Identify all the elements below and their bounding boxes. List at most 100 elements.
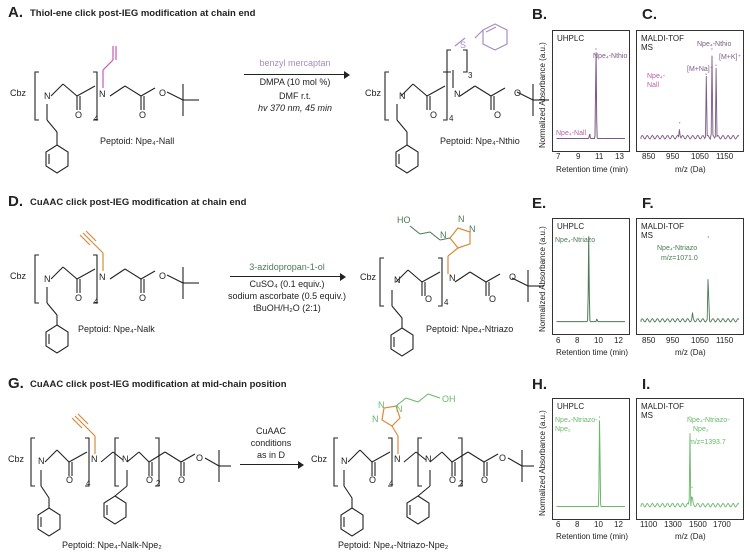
peak-marker-h-0 bbox=[599, 416, 601, 418]
subscript-4-g-prod: 4 bbox=[389, 479, 394, 488]
n-label-a-prod2: N bbox=[454, 89, 461, 99]
condition-d-1: CuSO₄ (0.1 equiv.) bbox=[249, 279, 325, 289]
o-label-g1: O bbox=[66, 475, 74, 485]
o-label-a1: O bbox=[75, 110, 83, 120]
o-label-d-prod3: O bbox=[509, 272, 517, 282]
chart-e-ylabel: Normalized Absorbance (a.u.) bbox=[538, 226, 547, 332]
condition-d-3: tBuOH/H₂O (2:1) bbox=[253, 303, 321, 313]
oh-label-g: OH bbox=[442, 394, 456, 404]
n-label-g1: N bbox=[38, 456, 45, 466]
reactant-g-label: Peptoid: Npe₄-Nalk-Npe₂ bbox=[62, 540, 162, 550]
s-label-a-prod: S bbox=[460, 40, 467, 50]
chart-e-xtick-2: 8 bbox=[575, 336, 580, 345]
product-a-structure bbox=[384, 23, 549, 174]
panel-letter-b: B. bbox=[532, 6, 547, 23]
chart-b-xtick-4: 13 bbox=[615, 152, 624, 161]
condition-a-2: DMF r.t. bbox=[279, 91, 311, 101]
chart-e-xtick-1: 6 bbox=[556, 336, 561, 345]
peak-marker-b-1 bbox=[589, 133, 591, 136]
o-label-g4: O bbox=[196, 453, 204, 463]
chart-c-plot bbox=[640, 48, 740, 140]
peak-marker-i-0 bbox=[689, 416, 691, 418]
n-label-g2: N bbox=[91, 454, 98, 464]
section-g-title: CuAAC click post-IEG modification at mid… bbox=[30, 379, 287, 390]
cbz-label-a-prod: Cbz bbox=[365, 88, 382, 98]
product-g-label: Peptoid: Npe₄-Ntriazo-Npe₂ bbox=[338, 540, 449, 550]
chart-h-xtick-2: 8 bbox=[575, 520, 580, 529]
product-a-label: Peptoid: Npe₄-Nthio bbox=[440, 136, 520, 146]
product-d-label: Peptoid: Npe₄-Ntriazo bbox=[426, 324, 514, 334]
chart-h-annot-2: Npe₂ bbox=[555, 426, 571, 433]
reaction-arrow-a bbox=[244, 74, 348, 75]
chart-f-xtick-2: 950 bbox=[666, 336, 680, 345]
n-label-a-prod1: N bbox=[399, 91, 406, 101]
chart-f-xtick-1: 850 bbox=[642, 336, 656, 345]
arrowhead-g bbox=[298, 461, 304, 469]
o-label-g-prod3: O bbox=[481, 475, 489, 485]
panel-letter-e: E. bbox=[532, 195, 547, 212]
o-label-g-prod4: O bbox=[499, 453, 507, 463]
chart-i-box: MALDI-TOF MS Npe₄-Ntriazo- Npe₂ m/z=1393… bbox=[636, 398, 744, 520]
chart-b-plot bbox=[556, 48, 625, 139]
condition-g-1: CuAAC bbox=[255, 426, 286, 436]
triazole-n-g3: N bbox=[396, 404, 403, 414]
chart-e-xlabel: Retention time (min) bbox=[556, 348, 629, 357]
chart-b-kind: UHPLC bbox=[557, 34, 585, 43]
o-label-a-prod3: O bbox=[514, 88, 522, 98]
o-label-g-prod2: O bbox=[449, 475, 457, 485]
chart-i-annot-2: Npe₂ bbox=[693, 426, 709, 433]
o-label-a2: O bbox=[139, 110, 147, 120]
arrowhead-d bbox=[340, 273, 346, 281]
cbz-label-d: Cbz bbox=[10, 271, 27, 281]
reactant-a-structure bbox=[34, 46, 199, 174]
chart-i-xtick-1: 1100 bbox=[640, 520, 658, 529]
o-label-d2: O bbox=[139, 293, 147, 303]
chart-i-xtick-3: 1500 bbox=[689, 520, 707, 529]
triazole-n-d1: N bbox=[440, 230, 447, 240]
triazole-n-g2: N bbox=[372, 414, 379, 424]
n-label-d-prod1: N bbox=[394, 275, 401, 285]
condition-d-2: sodium ascorbate (0.5 equiv.) bbox=[228, 291, 346, 301]
chart-h-xlabel: Retention time (min) bbox=[556, 532, 629, 541]
n-label-g-prod1: N bbox=[341, 456, 348, 466]
panel-letter-i: I. bbox=[642, 376, 651, 393]
subscript-4-a-prod: 4 bbox=[449, 114, 454, 123]
chart-h-xtick-4: 12 bbox=[614, 520, 623, 529]
cbz-label-g: Cbz bbox=[8, 454, 25, 464]
series-line-f bbox=[640, 279, 740, 323]
chart-e-box: UHPLC Npe₄-Ntriazo bbox=[552, 218, 630, 335]
reactant-d-label: Peptoid: Npe₄-Nalk bbox=[78, 324, 155, 334]
n-label-a2: N bbox=[99, 89, 106, 99]
peak-marker-c-2 bbox=[715, 64, 717, 66]
condition-a-1: DMPA (10 mol %) bbox=[259, 77, 331, 87]
condition-g-2: conditions bbox=[250, 438, 292, 448]
chart-f-plot bbox=[640, 236, 740, 323]
chart-b-xlabel: Retention time (min) bbox=[556, 165, 629, 174]
chart-c-kind-2: MS bbox=[641, 43, 653, 52]
subscript-2-g-prod: 2 bbox=[459, 479, 464, 488]
chart-i-xtick-4: 1700 bbox=[713, 520, 731, 529]
o-label-d-prod1: O bbox=[425, 294, 433, 304]
panel-letter-c: C. bbox=[642, 6, 657, 23]
cbz-label-d-prod: Cbz bbox=[360, 272, 377, 282]
chart-i-plot bbox=[640, 416, 740, 508]
series-line-e bbox=[556, 236, 625, 323]
chart-c-xtick-1: 850 bbox=[642, 152, 656, 161]
chart-f-box: MALDI-TOF MS Npe₄-Ntriazo m/z=1071.0 bbox=[636, 218, 744, 335]
peak-marker-c-3 bbox=[679, 122, 681, 124]
chart-i-xlabel: m/z (Da) bbox=[675, 532, 706, 541]
peak-marker-c-1 bbox=[711, 48, 713, 50]
triazole-n-d2: N bbox=[458, 214, 465, 224]
series-line-i bbox=[640, 433, 740, 508]
section-d-title: CuAAC click post-IEG modification at cha… bbox=[30, 197, 247, 208]
condition-a-3: hv 370 nm, 45 min bbox=[257, 103, 333, 113]
cbz-label-g-prod: Cbz bbox=[311, 454, 328, 464]
chart-f-xtick-3: 1050 bbox=[691, 336, 709, 345]
chart-h-xtick-1: 6 bbox=[556, 520, 561, 529]
peak-marker-e-0 bbox=[588, 236, 590, 238]
triazole-n-d3: N bbox=[469, 224, 476, 234]
chart-b-xtick-3: 11 bbox=[595, 152, 604, 161]
series-line-b bbox=[556, 52, 625, 139]
chart-f-annot-mz: m/z=1071.0 bbox=[661, 255, 698, 262]
chart-h-xtick-3: 10 bbox=[594, 520, 603, 529]
